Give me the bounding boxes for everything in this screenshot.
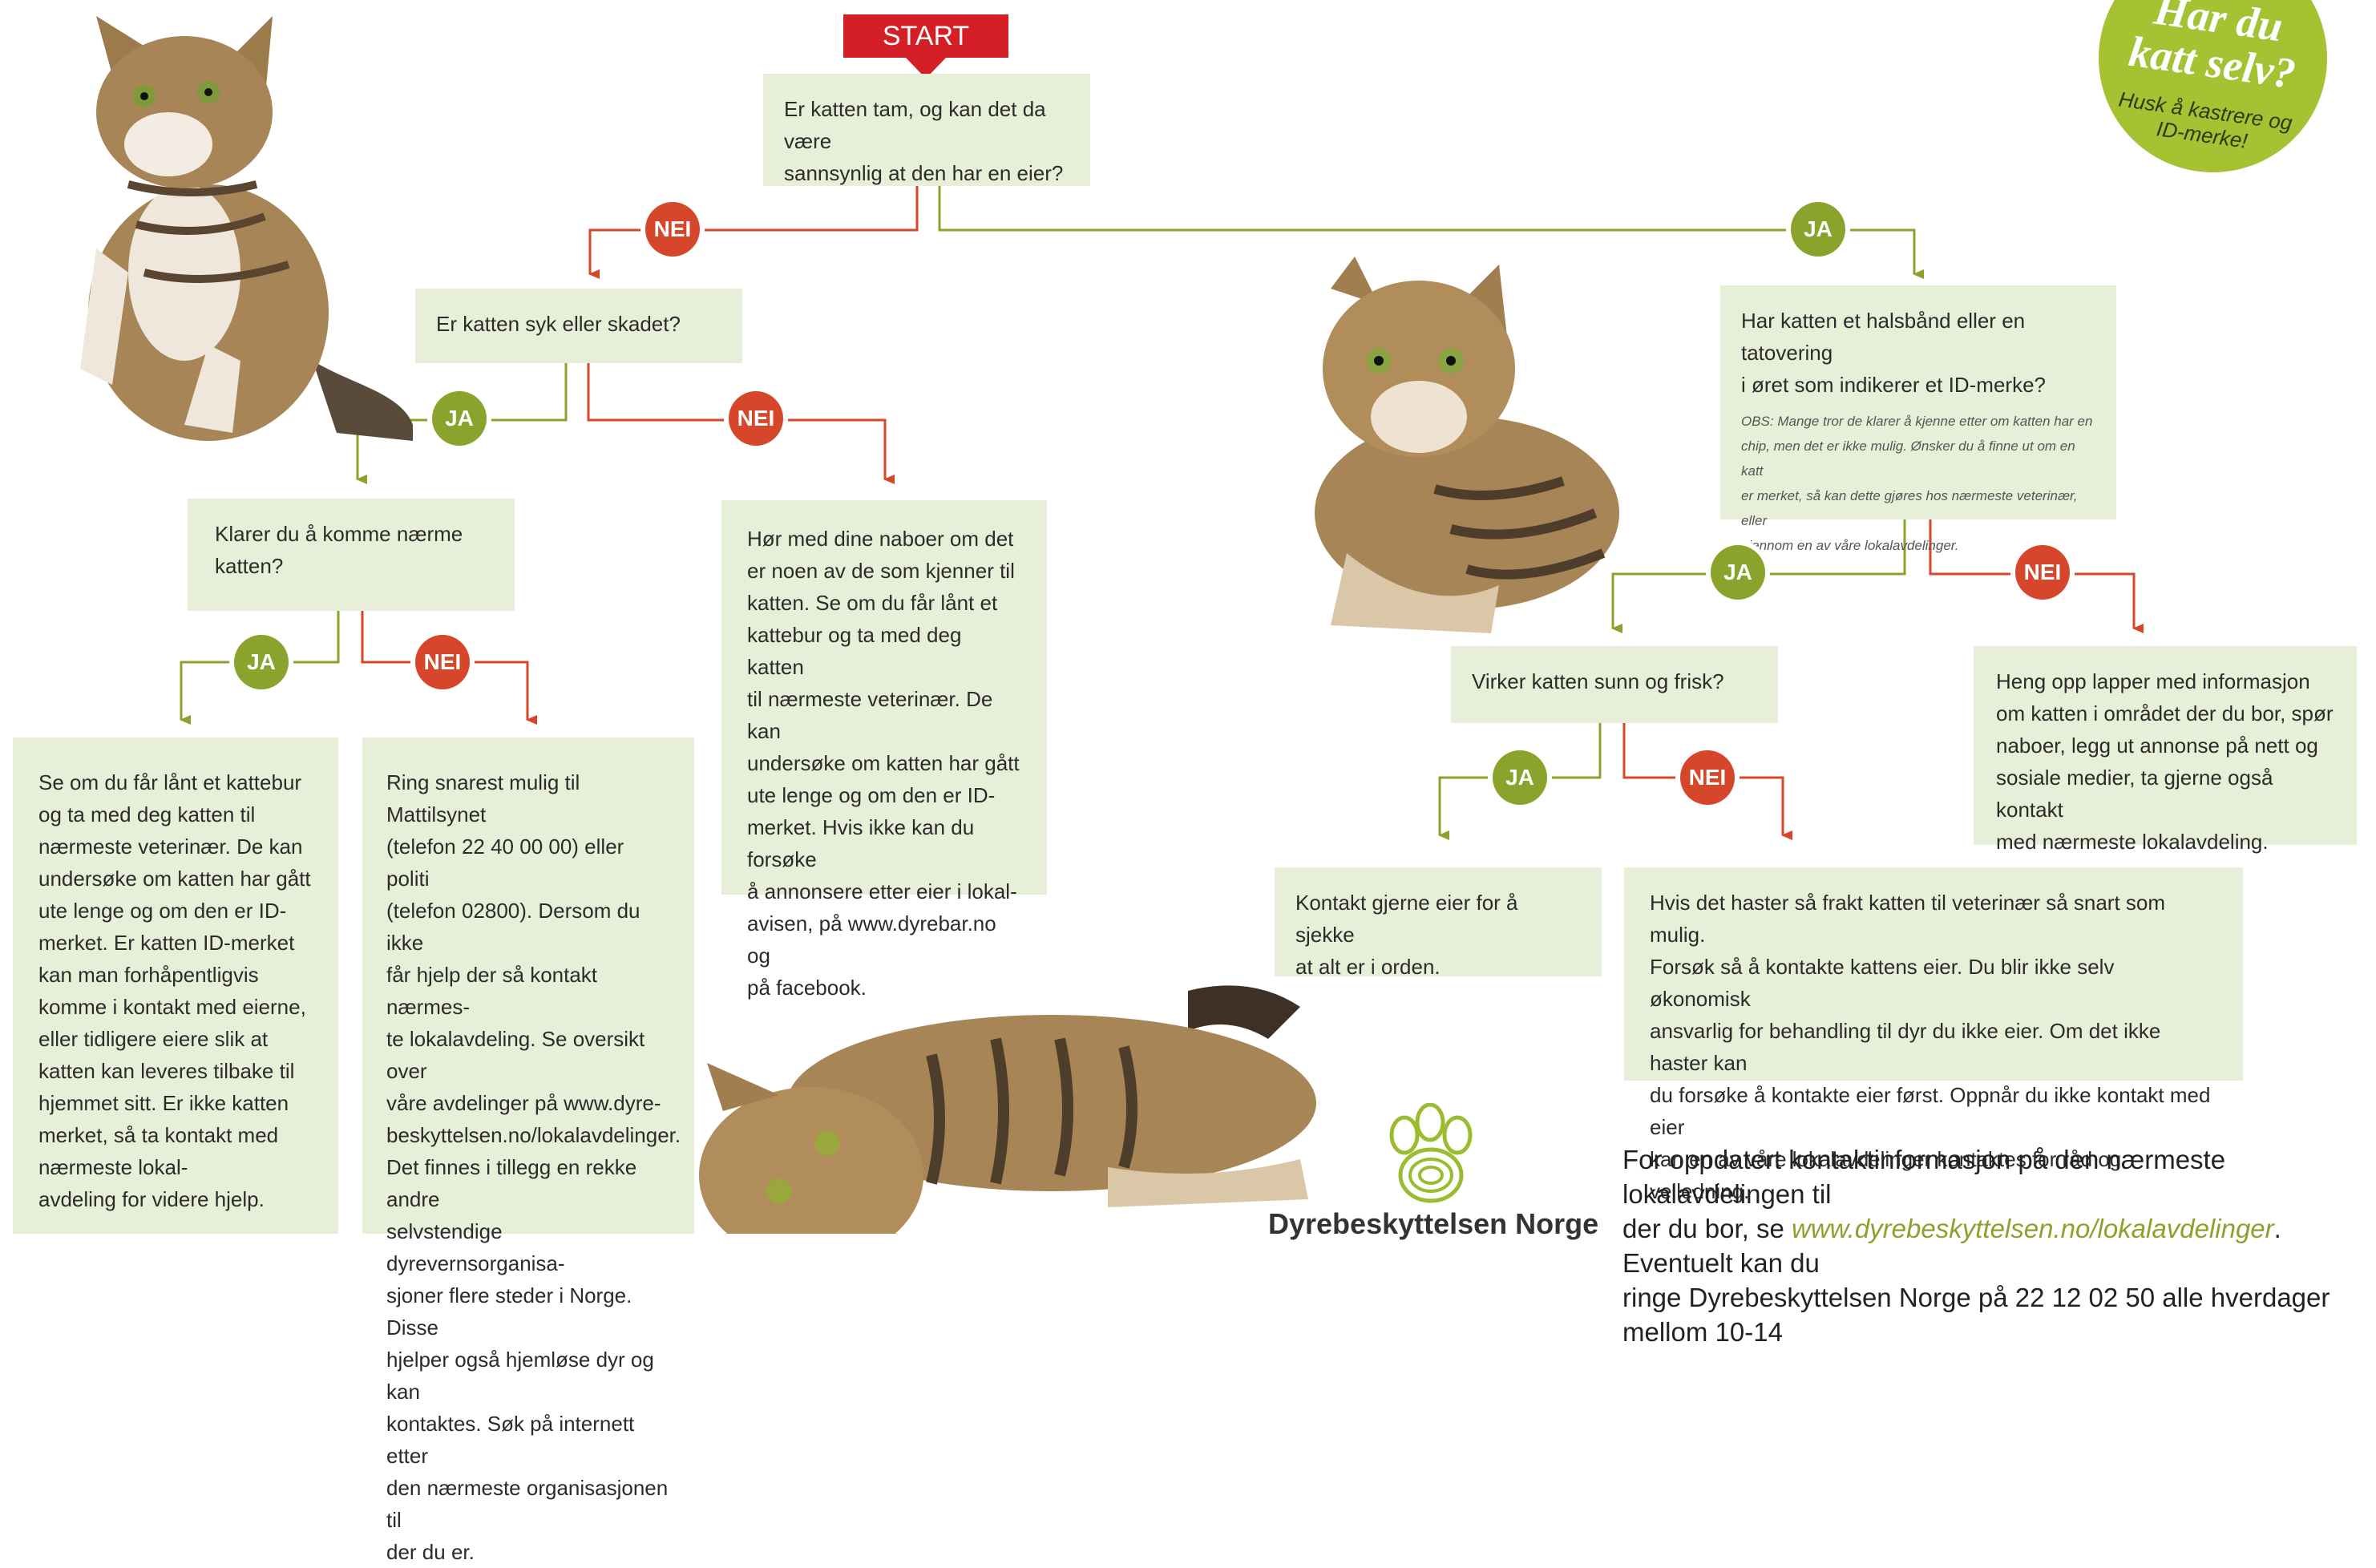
answer-call-mattilsynet: Ring snarest mulig til Mattilsynet (tele… (362, 738, 694, 1564)
answer-line: kan man forhåpentligvis (38, 963, 259, 987)
organization-logo-text: Dyrebeskyttelsen Norge (1268, 1207, 1599, 1240)
answer-line: kattebur og ta med deg katten (747, 623, 962, 679)
answer-line: og ta med deg katten til (38, 802, 256, 826)
answer-line: katten kan leveres tilbake til (38, 1059, 295, 1083)
answer-line: avdeling for videre hjelp. (38, 1187, 265, 1211)
answer-line: ute lenge og om den er ID- (38, 899, 287, 923)
footer-text: der du bor, se (1622, 1214, 1792, 1243)
answer-line: ansvarlig for behandling til dyr du ikke… (1650, 1019, 2161, 1075)
answer-line: Forsøk så å kontakte kattens eier. Du bl… (1650, 955, 2115, 1011)
answer-line: selvstendige dyrevernsorganisa- (386, 1219, 565, 1275)
ja-badge: JA (234, 635, 289, 689)
question-get-close: Klarer du å komme nærme katten? (188, 499, 515, 611)
answer-line: våre avdelinger på www.dyre- (386, 1091, 661, 1115)
question-tame-owner: Er katten tam, og kan det da være sannsy… (763, 74, 1090, 186)
answer-line: at alt er i orden. (1295, 955, 1441, 979)
lokalavdelinger-link[interactable]: www.dyrebeskyttelsen.no/lokalavdelinger (1791, 1214, 2274, 1243)
answer-line: Se om du får lånt et kattebur (38, 770, 302, 794)
note-text: chip, men det er ikke mulig. Ønsker du å… (1741, 438, 2075, 479)
answer-line: Hvis det haster så frakt katten til vete… (1650, 891, 2166, 947)
paw-logo-icon (1389, 1103, 1473, 1203)
question-sick-injured: Er katten syk eller skadet? (415, 289, 742, 363)
answer-line: hjelper også hjemløse dyr og kan (386, 1348, 654, 1404)
answer-line: du forsøke å kontakte eier først. Oppnår… (1650, 1083, 2211, 1139)
question-text: Er katten tam, og kan det da være (784, 97, 1046, 153)
nei-badge: NEI (2015, 545, 2070, 600)
answer-line: om katten i området der du bor, spør (1996, 701, 2334, 725)
answer-line: får hjelp der så kontakt nærmes- (386, 963, 598, 1019)
answer-line: katten. Se om du får lånt et (747, 591, 998, 615)
flowchart: START Har du katt selv? Husk å kastrere … (13, 0, 2357, 1564)
answer-line: Det finnes i tillegg en rekke andre (386, 1155, 637, 1211)
answer-line: Kontakt gjerne eier for å sjekke (1295, 891, 1518, 947)
ja-badge: JA (1493, 750, 1547, 805)
answer-line: til nærmeste veterinær. De kan (747, 687, 993, 743)
answer-line: komme i kontakt med eierne, (38, 995, 306, 1019)
answer-line: Hør med dine naboer om det (747, 527, 1014, 551)
answer-line: kan en av våre lokalavdelinger kontaktes… (1650, 1147, 2122, 1203)
answer-line: med nærmeste lokalavdeling. (1996, 830, 2269, 854)
question-text: Har katten et halsbånd eller en tatoveri… (1741, 309, 2026, 365)
answer-urgent-vet: Hvis det haster så frakt katten til vete… (1624, 867, 2243, 1203)
footer-line: ringe Dyrebeskyttelsen Norge på 22 12 02… (1622, 1283, 2330, 1347)
start-marker: START (843, 14, 1008, 79)
answer-line: hjemmet sitt. Er ikke katten (38, 1091, 289, 1115)
nei-badge: NEI (729, 391, 783, 446)
answer-contact-owner: Kontakt gjerne eier for å sjekke at alt … (1275, 867, 1602, 979)
footer-contact-info: For oppdatert kontaktinformasjon på den … (1622, 1142, 2360, 1349)
footer-line: For oppdatert kontaktinformasjon på den … (1622, 1145, 2226, 1209)
lying-cat-image (1315, 257, 1619, 633)
answer-post-notices: Heng opp lapper med informasjon om katte… (1974, 646, 2357, 854)
answer-line: nærmeste veterinær. De kan (38, 835, 303, 859)
answer-line: undersøke om katten har gått (38, 867, 311, 891)
question-text: Er katten syk eller skadet? (436, 312, 681, 336)
note-text: gjennom en av våre lokalavdelinger. (1741, 538, 1959, 553)
lying-side-cat-image (699, 985, 1316, 1234)
footer-line: der du bor, se www.dyrebeskyttelsen.no/l… (1622, 1211, 2360, 1280)
answer-line: (telefon 02800). Dersom du ikke (386, 899, 640, 955)
note-text: OBS: Mange tror de klarer å kjenne etter… (1741, 414, 2093, 429)
answer-line: Ring snarest mulig til Mattilsynet (386, 770, 580, 826)
question-text: katten? (215, 554, 284, 578)
sitting-cat-image (80, 16, 413, 441)
nei-badge: NEI (645, 202, 700, 257)
answer-line: nærmeste lokal- (38, 1155, 188, 1179)
answer-line: der du er. (386, 1540, 475, 1564)
ja-badge: JA (1711, 545, 1765, 600)
answer-line: sjoner flere steder i Norge. Disse (386, 1283, 632, 1340)
answer-line: te lokalavdeling. Se oversikt over (386, 1027, 645, 1083)
answer-line: sosiale medier, ta gjerne også kontakt (1996, 766, 2273, 822)
nei-badge: NEI (415, 635, 470, 689)
answer-take-to-vet: Se om du får lånt et kattebur og ta med … (13, 738, 338, 1234)
note-text: er merket, så kan dette gjøres hos nærme… (1741, 488, 2078, 528)
question-healthy: Virker katten sunn og frisk? (1451, 646, 1778, 723)
answer-line: avisen, på www.dyrebar.no og (747, 911, 996, 968)
answer-line: undersøke om katten har gått (747, 751, 1020, 775)
answer-ask-neighbors: Hør med dine naboer om det er noen av de… (721, 500, 1047, 1000)
answer-line: merket, så ta kontakt med (38, 1123, 279, 1147)
answer-line: ute lenge og om den er ID- (747, 783, 996, 807)
question-text: i øret som indikerer et ID-merke? (1741, 373, 2046, 397)
answer-line: den nærmeste organisasjonen til (386, 1476, 669, 1532)
question-text: sannsynlig at den har en eier? (784, 161, 1064, 185)
answer-line: naboer, legg ut annonse på nett og (1996, 733, 2318, 758)
ja-badge: JA (1791, 202, 1845, 257)
answer-line: merket. Er katten ID-merket (38, 931, 295, 955)
answer-line: kontaktes. Søk på internett etter (386, 1412, 635, 1468)
answer-line: er noen av de som kjenner til (747, 559, 1015, 583)
question-collar-id: Har katten et halsbånd eller en tatoveri… (1720, 285, 2116, 553)
answer-line: på facebook. (747, 976, 867, 1000)
answer-line: (telefon 22 40 00 00) eller politi (386, 835, 624, 891)
answer-line: Heng opp lapper med informasjon (1996, 669, 2310, 693)
question-text: Virker katten sunn og frisk? (1472, 669, 1724, 693)
ja-badge: JA (432, 391, 487, 446)
answer-line: merket. Hvis ikke kan du forsøke (747, 815, 975, 871)
answer-line: eller tidligere eiere slik at (38, 1027, 269, 1051)
nei-badge: NEI (1680, 750, 1735, 805)
answer-line: beskyttelsen.no/lokalavdelinger. (386, 1123, 681, 1147)
question-text: Klarer du å komme nærme (215, 522, 463, 546)
answer-line: å annonsere etter eier i lokal- (747, 879, 1017, 903)
